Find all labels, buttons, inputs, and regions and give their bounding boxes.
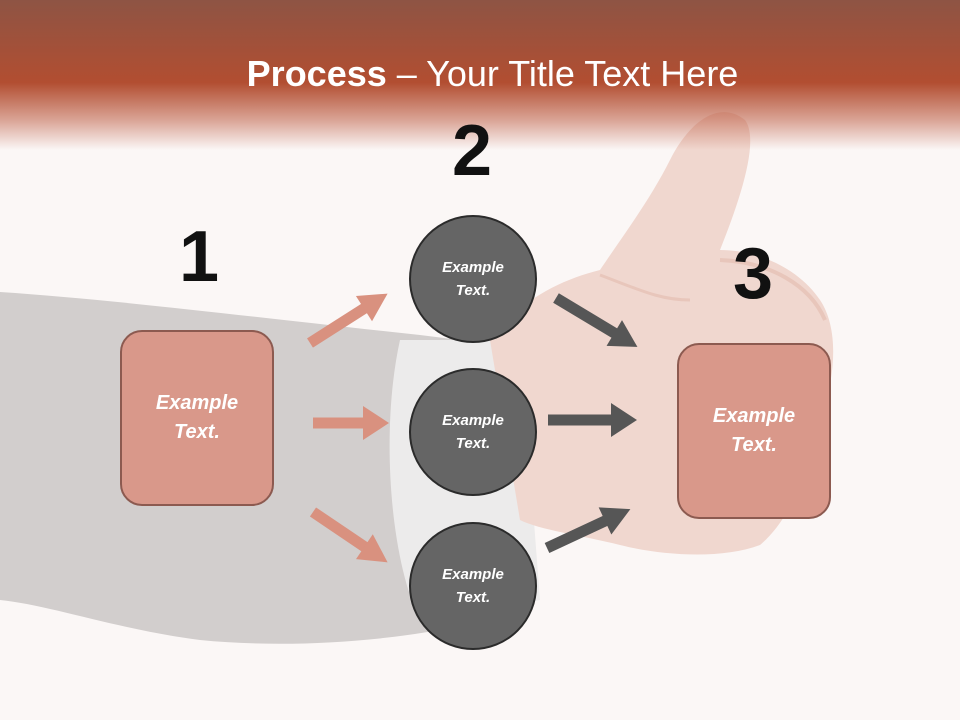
step-2-circle-middle: Example Text. — [409, 368, 537, 496]
step-number-2: 2 — [451, 111, 493, 191]
title-rest: – Your Title Text Here — [386, 53, 739, 94]
step-1-box-text: Example Text. — [155, 392, 239, 443]
step-2-circle-bottom: Example Text. — [409, 522, 537, 650]
slide-title: Process – Your Title Text Here — [0, 52, 960, 96]
arrow-right-right — [548, 403, 637, 437]
arrow-down-right-left — [309, 507, 388, 563]
header-band — [0, 0, 960, 150]
step-2-circle-top: Example Text. — [409, 215, 537, 343]
step-3-box: Example Text. — [677, 343, 831, 519]
step-3-box-text: Example Text. — [712, 405, 796, 456]
circle-middle-text: Example Text. — [442, 412, 504, 452]
step-number-1: 1 — [178, 217, 220, 297]
title-bold: Process — [246, 53, 387, 94]
circle-top-text: Example Text. — [442, 259, 504, 299]
circle-bottom-text: Example Text. — [442, 566, 504, 606]
arrow-down-right-right — [553, 293, 638, 347]
arrow-up-right-right — [544, 507, 631, 553]
arrow-up-right-left — [307, 293, 388, 348]
step-1-box: Example Text. — [120, 330, 274, 506]
arrow-right-left — [313, 406, 389, 440]
step-number-3: 3 — [732, 234, 774, 314]
